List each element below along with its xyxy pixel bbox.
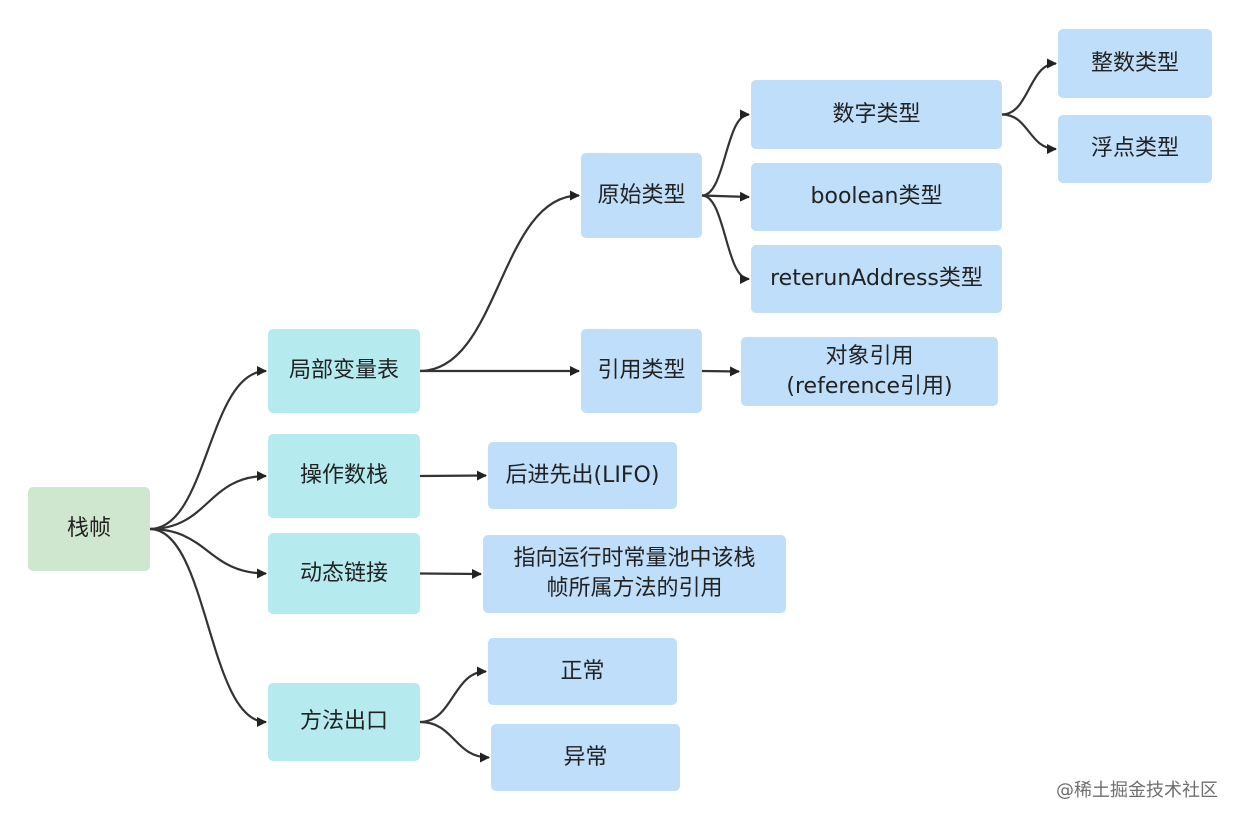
node-method-exit[interactable]: 方法出口	[268, 683, 420, 761]
node-reference-type[interactable]: 引用类型	[581, 329, 702, 413]
node-float-type[interactable]: 浮点类型	[1058, 115, 1212, 183]
root-node-stack-frame[interactable]: 栈帧	[28, 487, 150, 571]
edge-reference_type-to-object_reference	[701, 366, 740, 377]
edge-root-to-method_exit	[149, 527, 267, 727]
edge-root-to-dynamic_linking	[149, 527, 267, 579]
node-operand-stack[interactable]: 操作数栈	[268, 434, 420, 518]
node-return-address-type[interactable]: reterunAddress类型	[751, 245, 1002, 313]
edge-root-to-operand_stack	[149, 471, 267, 531]
node-primitive-type[interactable]: 原始类型	[581, 153, 702, 238]
watermark-text: @稀土掘金技术社区	[1056, 780, 1218, 801]
node-object-reference[interactable]: 对象引用 (reference引用)	[741, 337, 998, 406]
edge-operand_stack-to-lifo	[419, 470, 487, 481]
node-boolean-type[interactable]: boolean类型	[751, 163, 1002, 231]
node-dynamic-link-description[interactable]: 指向运行时常量池中该栈 帧所属方法的引用	[483, 535, 786, 613]
node-lifo[interactable]: 后进先出(LIFO)	[488, 442, 677, 509]
edge-numeric_type-to-integer_type	[1001, 58, 1057, 116]
edge-dynamic_linking-to-dynamic_link_desc	[419, 568, 482, 579]
edge-root-to-local_var_table	[149, 366, 267, 531]
edge-primitive_type-to-boolean_type	[701, 191, 750, 202]
edge-method_exit-to-normal_exit	[419, 666, 487, 724]
edge-local_var_table-to-primitive_type	[419, 190, 580, 373]
edge-method_exit-to-exception_exit	[419, 720, 490, 763]
node-exception-exit[interactable]: 异常	[491, 724, 680, 791]
node-numeric-type[interactable]: 数字类型	[751, 80, 1002, 149]
node-dynamic-linking[interactable]: 动态链接	[268, 533, 420, 614]
node-normal-exit[interactable]: 正常	[488, 638, 677, 705]
edge-primitive_type-to-numeric_type	[701, 109, 750, 197]
edge-numeric_type-to-float_type	[1001, 113, 1057, 154]
edge-primitive_type-to-return_address_type	[701, 194, 750, 284]
node-local-variable-table[interactable]: 局部变量表	[268, 329, 420, 413]
node-integer-type[interactable]: 整数类型	[1058, 29, 1212, 98]
